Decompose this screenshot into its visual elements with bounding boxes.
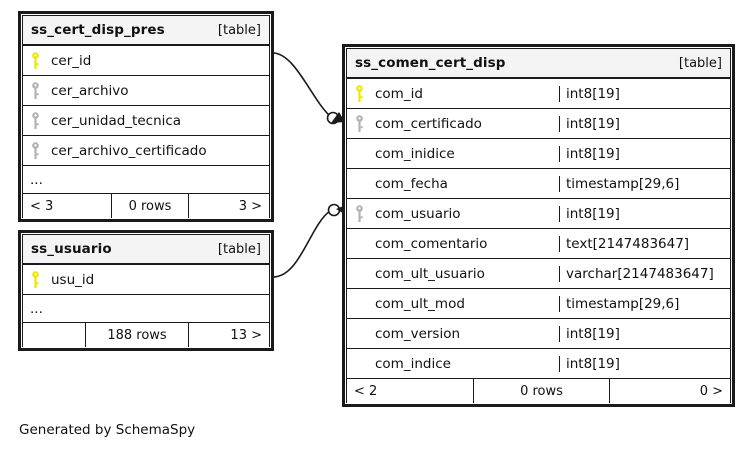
column-name: cer_id bbox=[51, 52, 92, 69]
column-name-cell: com_ult_mod bbox=[347, 296, 559, 312]
column-name-cell: com_certificado bbox=[347, 114, 559, 133]
table-header: ss_cert_disp_pres [table] bbox=[23, 16, 269, 46]
column-type: timestamp[29,6] bbox=[559, 295, 730, 312]
table-type-tag: [table] bbox=[678, 55, 722, 71]
primary-key-icon bbox=[31, 270, 51, 289]
footer-prev-link[interactable]: < 2 bbox=[354, 383, 378, 399]
footer-row-count: 0 rows bbox=[473, 379, 610, 403]
foreign-key-icon bbox=[31, 141, 51, 160]
column-row[interactable]: com_version int8[19] bbox=[347, 319, 730, 349]
column-row[interactable]: com_ult_mod timestamp[29,6] bbox=[347, 289, 730, 319]
table-title: ss_comen_cert_disp bbox=[355, 55, 506, 71]
table-type-tag: [table] bbox=[217, 241, 261, 257]
column-type: int8[19] bbox=[559, 355, 730, 372]
foreign-key-icon bbox=[355, 114, 375, 133]
footer-row-count: 0 rows bbox=[111, 194, 189, 218]
table-type-tag: [table] bbox=[217, 22, 261, 38]
column-row[interactable]: com_inidice int8[19] bbox=[347, 139, 730, 169]
column-name: com_certificado bbox=[375, 115, 482, 132]
relationship-arrowhead bbox=[331, 112, 345, 123]
table-header: ss_usuario [table] bbox=[23, 235, 269, 265]
column-name: com_version bbox=[375, 325, 461, 342]
foreign-key-icon bbox=[355, 204, 375, 223]
column-name: com_usuario bbox=[375, 205, 461, 222]
footer-next-link[interactable]: 13 > bbox=[230, 327, 262, 343]
table-title: ss_cert_disp_pres bbox=[31, 22, 165, 38]
column-name-cell: com_inidice bbox=[347, 146, 559, 162]
footer-next-link[interactable]: 0 > bbox=[699, 383, 723, 399]
column-type: int8[19] bbox=[559, 115, 730, 132]
footer-row-count: 188 rows bbox=[85, 323, 189, 347]
foreign-key-icon bbox=[31, 111, 51, 130]
table-header: ss_comen_cert_disp [table] bbox=[347, 49, 730, 79]
column-name: com_comentario bbox=[375, 235, 488, 252]
table-footer: 188 rows 13 > bbox=[23, 323, 269, 347]
column-name-cell: usu_id bbox=[23, 270, 269, 289]
column-row[interactable]: com_id int8[19] bbox=[347, 79, 730, 109]
column-name-cell: com_version bbox=[347, 326, 559, 342]
foreign-key-icon bbox=[31, 81, 51, 100]
column-name-cell: com_indice bbox=[347, 356, 559, 372]
table-title: ss_usuario bbox=[31, 241, 112, 257]
column-type: int8[19] bbox=[559, 85, 730, 102]
column-name: com_ult_usuario bbox=[375, 265, 485, 282]
column-name: com_fecha bbox=[375, 175, 448, 192]
ellipsis: ... bbox=[30, 300, 43, 317]
column-name-cell: cer_archivo_certificado bbox=[23, 141, 269, 160]
column-row[interactable]: cer_archivo_certificado bbox=[23, 136, 269, 166]
footer-prev-link[interactable] bbox=[23, 323, 85, 347]
column-row[interactable]: com_comentario text[2147483647] bbox=[347, 229, 730, 259]
column-type: timestamp[29,6] bbox=[559, 175, 730, 192]
column-name-cell: com_ult_usuario bbox=[347, 266, 559, 282]
column-row[interactable]: com_usuario int8[19] bbox=[347, 199, 730, 229]
primary-key-icon bbox=[355, 84, 375, 103]
column-row[interactable]: com_ult_usuario varchar[2147483647] bbox=[347, 259, 730, 289]
footer-next-link[interactable]: 3 > bbox=[238, 198, 262, 214]
column-type: int8[19] bbox=[559, 325, 730, 342]
table-ss_usuario[interactable]: ss_usuario [table] usu_id ... bbox=[18, 230, 274, 351]
more-columns-indicator: ... bbox=[23, 295, 269, 323]
column-name-cell: cer_id bbox=[23, 51, 269, 70]
column-name: com_ult_mod bbox=[375, 295, 465, 312]
relationship-line-cer-id-to-com-certificado bbox=[272, 52, 331, 117]
table-footer: < 2 0 rows 0 > bbox=[347, 379, 730, 403]
ellipsis: ... bbox=[30, 171, 43, 188]
column-name-cell: cer_unidad_tecnica bbox=[23, 111, 269, 130]
column-row[interactable]: cer_unidad_tecnica bbox=[23, 106, 269, 136]
column-row[interactable]: cer_archivo bbox=[23, 76, 269, 106]
table-ss_cert_disp_pres[interactable]: ss_cert_disp_pres [table] cer_id bbox=[18, 11, 274, 222]
more-columns-indicator: ... bbox=[23, 166, 269, 194]
column-type: int8[19] bbox=[559, 145, 730, 162]
column-row[interactable]: cer_id bbox=[23, 46, 269, 76]
relationship-line-usu-id-to-com-usuario bbox=[272, 210, 331, 278]
column-row[interactable]: com_certificado int8[19] bbox=[347, 109, 730, 139]
column-row[interactable]: com_indice int8[19] bbox=[347, 349, 730, 379]
column-row[interactable]: com_fecha timestamp[29,6] bbox=[347, 169, 730, 199]
column-name: com_indice bbox=[375, 355, 451, 372]
column-name: com_inidice bbox=[375, 145, 455, 162]
column-name-cell: com_fecha bbox=[347, 176, 559, 192]
table-ss_comen_cert_disp[interactable]: ss_comen_cert_disp [table] com_id int8[1… bbox=[342, 44, 735, 407]
primary-key-icon bbox=[31, 51, 51, 70]
column-name: com_id bbox=[375, 85, 423, 102]
footer-prev-link[interactable]: < 3 bbox=[30, 198, 54, 214]
column-name: cer_archivo_certificado bbox=[51, 142, 207, 159]
column-name-cell: com_id bbox=[347, 84, 559, 103]
column-type: text[2147483647] bbox=[559, 235, 730, 252]
column-type: varchar[2147483647] bbox=[559, 265, 730, 282]
column-name-cell: com_usuario bbox=[347, 204, 559, 223]
table-footer: < 3 0 rows 3 > bbox=[23, 194, 269, 218]
column-name: usu_id bbox=[51, 271, 95, 288]
column-name-cell: cer_archivo bbox=[23, 81, 269, 100]
column-name: cer_unidad_tecnica bbox=[51, 112, 182, 129]
generator-caption: Generated by SchemaSpy bbox=[19, 422, 196, 438]
column-name-cell: com_comentario bbox=[347, 236, 559, 252]
column-type: int8[19] bbox=[559, 205, 730, 222]
column-name: cer_archivo bbox=[51, 82, 129, 99]
column-row[interactable]: usu_id bbox=[23, 265, 269, 295]
